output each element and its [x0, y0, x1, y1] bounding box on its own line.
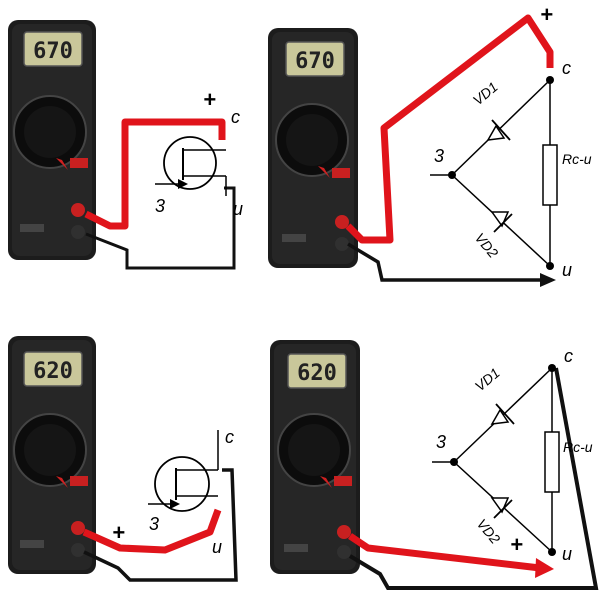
port-black — [71, 225, 85, 239]
lcd-display — [287, 353, 347, 389]
port-red — [71, 521, 85, 535]
negative-lead — [83, 468, 238, 582]
lcd-reading: 620 — [297, 361, 337, 386]
diode-network — [430, 76, 558, 270]
vd2-diode — [490, 497, 510, 514]
lcd-reading: 670 — [33, 39, 73, 64]
drain-label: c — [225, 427, 234, 447]
positive-lead — [345, 14, 554, 244]
port-black — [71, 543, 85, 557]
drain-label: c — [562, 58, 571, 78]
drain-label: c — [231, 107, 240, 127]
multimeter: 670 — [268, 28, 358, 268]
port-red — [71, 203, 85, 217]
lcd-display — [23, 31, 83, 67]
diode-network — [432, 364, 560, 556]
gate-label: 3 — [434, 146, 444, 166]
negative-lead — [347, 242, 550, 282]
gate-label: 3 — [149, 514, 159, 534]
vd1-diode — [490, 408, 510, 425]
source-label: u — [562, 544, 572, 564]
lcd-display — [23, 351, 83, 387]
panel-1: 670 + c 3 u — [8, 20, 243, 270]
vd1-label: VD1 — [472, 365, 503, 395]
port-red — [335, 215, 349, 229]
vd2-label: VD2 — [474, 516, 504, 547]
negative-lead — [348, 367, 599, 590]
vd1-diode — [486, 124, 506, 141]
lcd-reading: 670 — [295, 49, 335, 74]
gate-label: 3 — [155, 196, 165, 216]
multimeter: 670 — [8, 20, 96, 260]
panel-3: 620 + c 3 u — [8, 336, 238, 582]
negative-lead — [85, 186, 236, 270]
positive-lead — [84, 118, 226, 230]
port-red — [337, 525, 351, 539]
source-label: u — [562, 260, 572, 280]
gate-label: 3 — [436, 432, 446, 452]
vd2-label: VD2 — [472, 230, 502, 261]
multimeter: 620 — [8, 336, 96, 574]
positive-lead — [82, 508, 222, 554]
source-label: u — [212, 537, 222, 557]
panel-2: 670 + c 3 u — [268, 2, 592, 287]
plus-label: + — [510, 532, 523, 557]
resistor-label: Rc-u — [562, 151, 592, 167]
drain-label: c — [564, 346, 573, 366]
fet-symbol — [155, 136, 227, 196]
lcd-display — [285, 41, 345, 77]
lcd-reading: 620 — [33, 359, 73, 384]
source-label: u — [233, 199, 243, 219]
plus-label: + — [540, 2, 553, 27]
vd1-label: VD1 — [470, 79, 501, 109]
port-black — [335, 237, 349, 251]
resistor-label: Rc-u — [563, 439, 593, 455]
multimeter: 620 — [270, 340, 360, 574]
positive-lead — [348, 533, 541, 572]
plus-label: + — [203, 87, 216, 112]
plus-label: + — [112, 520, 125, 545]
port-black — [337, 545, 351, 559]
fet-symbol — [148, 430, 219, 512]
panel-4: 620 + c 3 u — [270, 340, 599, 590]
vd2-diode — [490, 211, 510, 228]
